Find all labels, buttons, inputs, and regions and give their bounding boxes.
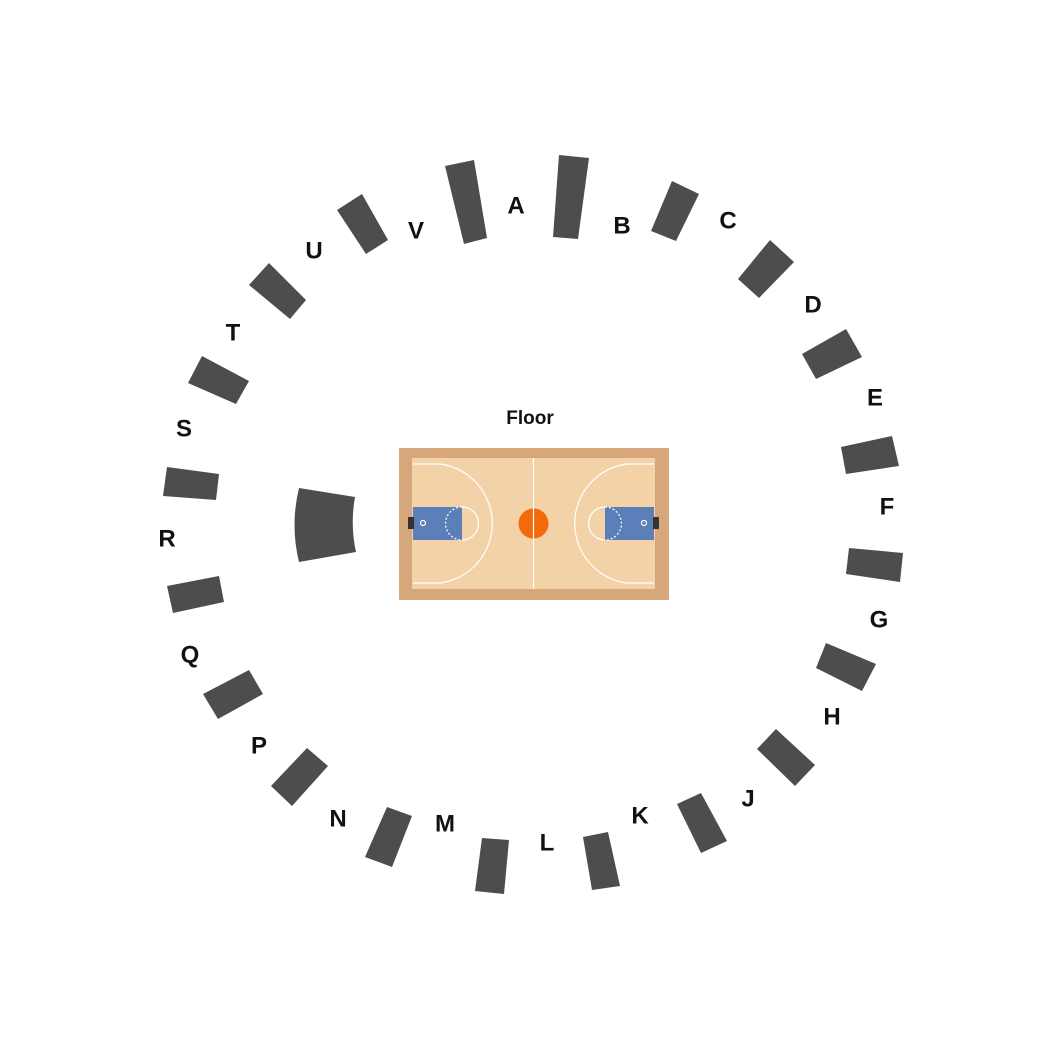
section-label-m[interactable]: M bbox=[435, 810, 455, 837]
section-block-b[interactable] bbox=[553, 155, 589, 239]
section-label-g[interactable]: G bbox=[870, 606, 889, 633]
left-key bbox=[413, 507, 462, 540]
section-block-m[interactable] bbox=[475, 838, 509, 894]
right-backboard bbox=[653, 517, 659, 529]
right-free-throw-arc-inner bbox=[604, 506, 623, 541]
right-free-throw-arc bbox=[587, 506, 606, 541]
section-label-j[interactable]: J bbox=[741, 785, 754, 812]
section-block-n[interactable] bbox=[365, 807, 412, 867]
right-key bbox=[605, 507, 654, 540]
section-label-d[interactable]: D bbox=[804, 291, 821, 318]
section-label-k[interactable]: K bbox=[631, 802, 649, 829]
section-label-h[interactable]: H bbox=[823, 703, 840, 730]
left-free-throw-arc-inner bbox=[444, 506, 463, 541]
left-backboard bbox=[408, 517, 414, 529]
section-block-h[interactable] bbox=[816, 643, 876, 691]
section-label-p[interactable]: P bbox=[251, 732, 267, 759]
section-label-q[interactable]: Q bbox=[181, 641, 200, 668]
section-label-l[interactable]: L bbox=[540, 829, 555, 856]
section-block-s[interactable] bbox=[163, 467, 219, 500]
section-block-q[interactable] bbox=[203, 670, 263, 719]
section-block-f[interactable] bbox=[841, 436, 899, 474]
section-label-c[interactable]: C bbox=[719, 207, 736, 234]
section-block-c[interactable] bbox=[651, 181, 699, 241]
section-label-n[interactable]: N bbox=[329, 805, 346, 832]
left-free-throw-arc bbox=[461, 506, 480, 541]
section-label-v[interactable]: V bbox=[408, 217, 424, 244]
section-block-u[interactable] bbox=[249, 263, 306, 319]
basketball-court[interactable] bbox=[399, 448, 669, 600]
section-block-k[interactable] bbox=[677, 793, 727, 853]
left-three-point-line bbox=[413, 463, 493, 584]
section-block-t[interactable] bbox=[188, 356, 249, 404]
section-label-e[interactable]: E bbox=[867, 384, 883, 411]
section-labels: A B C D E F G H J K L M N P Q R S T U V bbox=[158, 192, 894, 856]
section-label-t[interactable]: T bbox=[226, 319, 241, 346]
section-label-s[interactable]: S bbox=[176, 415, 192, 442]
seating-sections bbox=[163, 155, 903, 894]
section-block-l[interactable] bbox=[583, 832, 620, 890]
left-hoop-rim bbox=[419, 519, 427, 527]
floor-label: Floor bbox=[506, 408, 554, 429]
section-block-g[interactable] bbox=[846, 548, 903, 582]
section-block-v[interactable] bbox=[337, 194, 388, 254]
right-hoop-rim bbox=[640, 519, 648, 527]
section-label-u[interactable]: U bbox=[305, 237, 322, 264]
section-block-floor-seating[interactable] bbox=[294, 488, 357, 562]
section-block-a[interactable] bbox=[445, 160, 487, 244]
section-block-d[interactable] bbox=[738, 240, 794, 298]
section-block-e[interactable] bbox=[802, 329, 862, 379]
section-block-r[interactable] bbox=[167, 576, 224, 613]
section-label-a[interactable]: A bbox=[507, 192, 524, 219]
section-block-p[interactable] bbox=[271, 748, 328, 806]
right-three-point-line bbox=[574, 463, 654, 584]
section-label-r[interactable]: R bbox=[158, 525, 175, 552]
section-label-f[interactable]: F bbox=[880, 493, 895, 520]
section-block-j[interactable] bbox=[757, 729, 815, 786]
section-label-b[interactable]: B bbox=[613, 212, 630, 239]
